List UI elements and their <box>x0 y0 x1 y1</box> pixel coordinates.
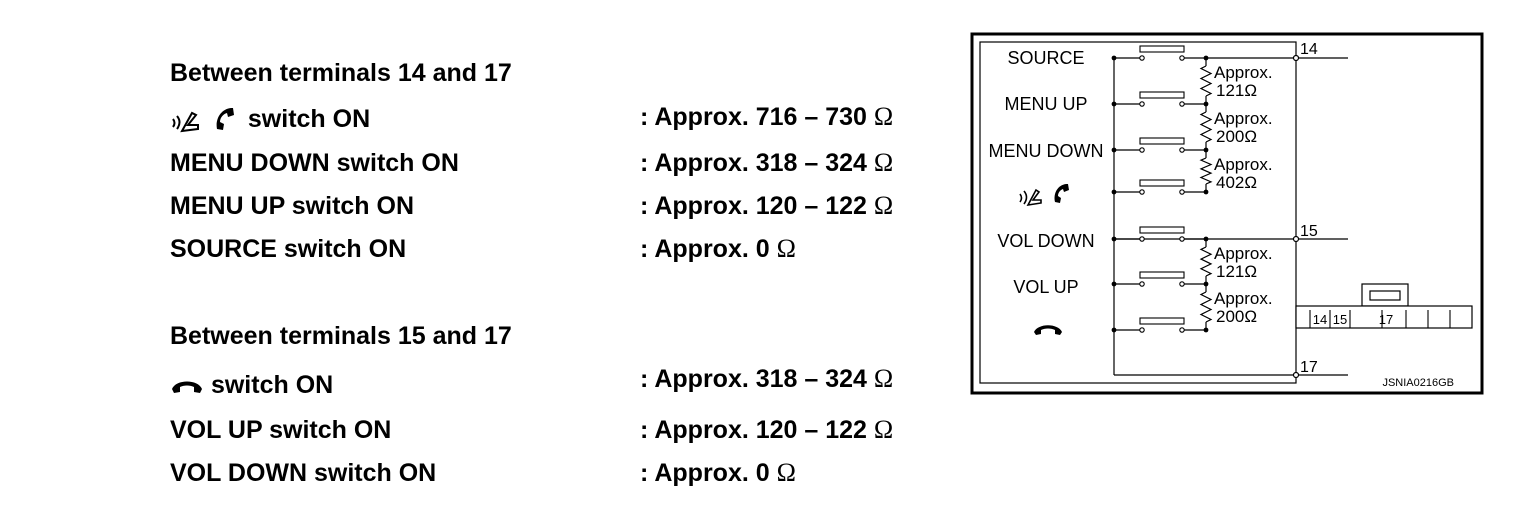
switch-layer <box>1111 45 1209 333</box>
row-vol-up: VOL UP switch ON <box>170 416 392 444</box>
terminal-14-node <box>1292 54 1300 62</box>
resistor-1: Approx.121Ω <box>1199 63 1273 100</box>
row-hangup: switch ON <box>170 370 333 400</box>
resistor-3: Approx.402Ω <box>1199 155 1273 192</box>
switch-source <box>1111 45 1209 61</box>
resistor-1-label: Approx. <box>1214 63 1273 82</box>
resistor-2: Approx.200Ω <box>1199 109 1273 146</box>
resistor-3-label: Approx. <box>1214 155 1273 174</box>
resistor-1-value: 121Ω <box>1216 81 1257 100</box>
row-voice-phone: switch ON <box>170 104 370 135</box>
row-voice-phone-label: switch ON <box>247 105 371 133</box>
row-hangup-value: : Approx. 318 – 324 Ω <box>640 364 894 393</box>
switch-label-vol-down: VOL DOWN <box>997 231 1094 251</box>
connector-cells <box>1309 310 1451 328</box>
terminal-17-label: 17 <box>1300 359 1318 376</box>
resistor-3-value: 402Ω <box>1216 173 1257 192</box>
switch-phone-hangup <box>1111 317 1209 333</box>
row-vol-down-value: : Approx. 0 Ω <box>640 458 796 487</box>
connector-pin-15: 15 <box>1333 312 1347 327</box>
resistor-5: Approx.200Ω <box>1199 289 1273 326</box>
switch-vol-down <box>1111 226 1209 242</box>
row-menu-up: MENU UP switch ON <box>170 192 415 220</box>
row-voice-phone-value: : Approx. 716 – 730 Ω <box>640 102 894 131</box>
row-menu-down-value: : Approx. 318 – 324 Ω <box>640 148 894 177</box>
group2-heading: Between terminals 15 and 17 <box>170 322 512 350</box>
switch-circuit-diagram: 14 15 17 Approx.121ΩApprox.200ΩApprox.40… <box>970 32 1484 395</box>
connector-pin-14: 14 <box>1313 312 1327 327</box>
connector: 14 15 17 <box>1295 283 1473 329</box>
voice-icon <box>172 112 199 133</box>
row-menu-up-value: : Approx. 120 – 122 Ω <box>640 191 894 220</box>
diagram-voice-icon <box>1019 188 1042 207</box>
switch-menu-down <box>1111 137 1209 153</box>
row-source-value: : Approx. 0 Ω <box>640 234 796 263</box>
resistor-layer: Approx.121ΩApprox.200ΩApprox.402ΩApprox.… <box>1199 63 1273 326</box>
terminal-15-node <box>1292 235 1300 243</box>
connector-latch-slot <box>1369 290 1401 301</box>
switch-label-menu-up: MENU UP <box>1004 94 1087 114</box>
terminal-17-node <box>1292 371 1300 379</box>
figure-id: JSNIA0216GB <box>1382 377 1454 389</box>
terminal-14-label: 14 <box>1300 41 1318 58</box>
switch-menu-up <box>1111 91 1209 107</box>
diagram-frame-outer <box>970 32 1484 395</box>
connector-pin-17: 17 <box>1379 312 1393 327</box>
resistor-2-value: 200Ω <box>1216 127 1257 146</box>
resistor-4: Approx.121Ω <box>1199 244 1273 281</box>
switch-label-menu-down: MENU DOWN <box>989 141 1104 161</box>
terminal-15-label: 15 <box>1300 223 1318 240</box>
resistor-5-label: Approx. <box>1214 289 1273 308</box>
row-source: SOURCE switch ON <box>170 235 407 263</box>
row-hangup-label: switch ON <box>210 371 334 399</box>
phone-pickup-icon <box>216 108 234 131</box>
resistor-4-label: Approx. <box>1214 244 1273 263</box>
row-vol-up-value: : Approx. 120 – 122 Ω <box>640 415 894 444</box>
switch-label-source: SOURCE <box>1007 48 1084 68</box>
diagram-frame-inner <box>979 41 1297 384</box>
phone-hangup-icon <box>172 381 202 394</box>
switch-vol-up <box>1111 271 1209 287</box>
switch-label-vol-up: VOL UP <box>1013 277 1078 297</box>
resistor-5-value: 200Ω <box>1216 307 1257 326</box>
resistor-2-label: Approx. <box>1214 109 1273 128</box>
switch-voice-phone <box>1111 179 1209 195</box>
resistor-4-value: 121Ω <box>1216 262 1257 281</box>
row-vol-down: VOL DOWN switch ON <box>170 459 437 487</box>
diagram-phone-hangup-icon <box>1034 325 1062 335</box>
row-menu-down: MENU DOWN switch ON <box>170 149 459 177</box>
diagram-phone-pickup-icon <box>1054 184 1069 203</box>
group1-heading: Between terminals 14 and 17 <box>170 59 512 87</box>
